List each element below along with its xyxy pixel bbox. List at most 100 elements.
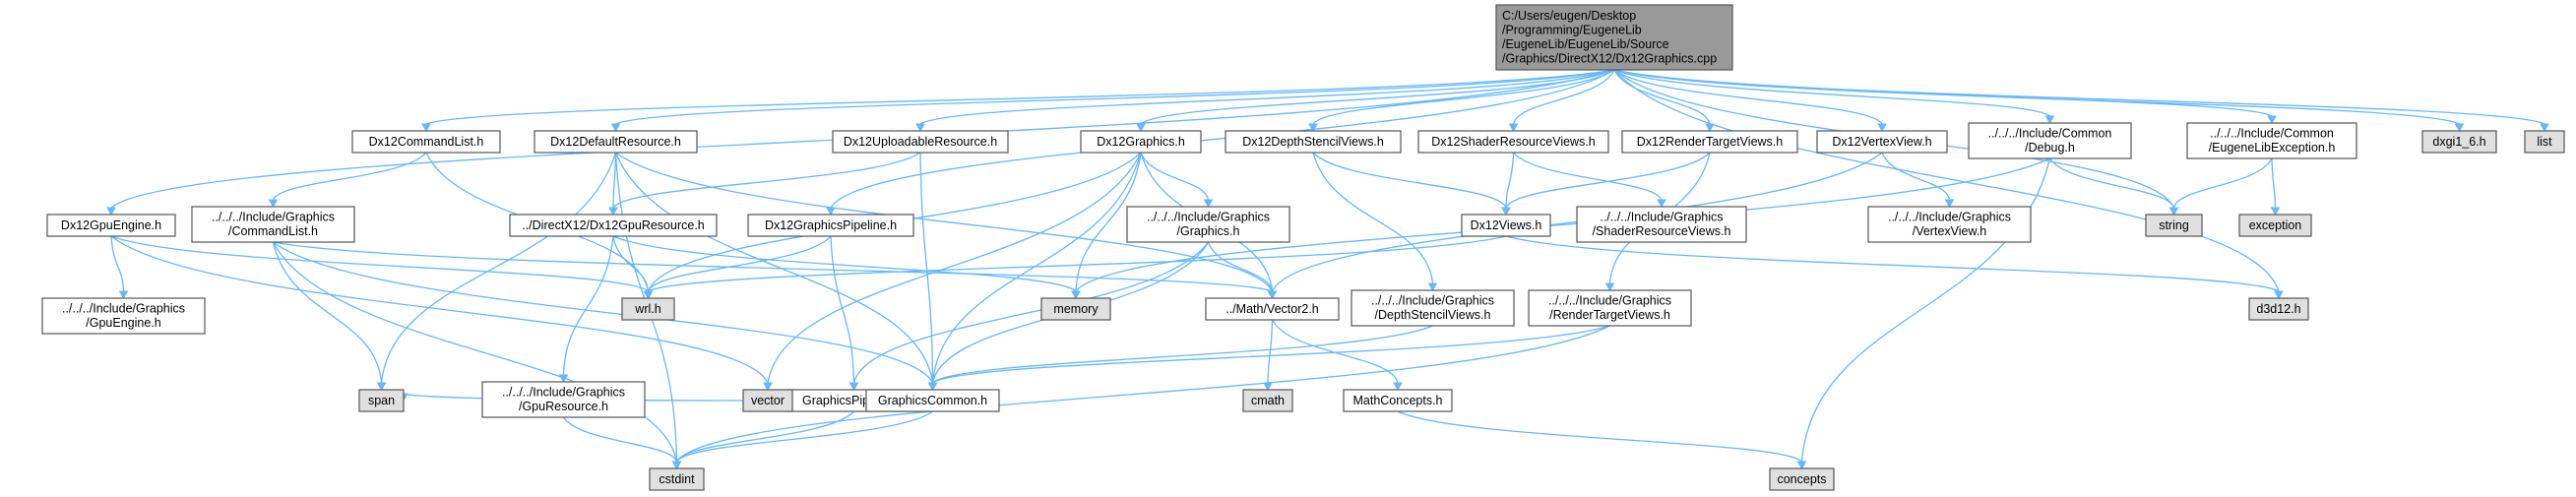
node-dx12rendertargetviews[interactable]: Dx12RenderTargetViews.h [1621, 130, 1798, 154]
node-dx12gpuengine[interactable]: Dx12GpuEngine.h [46, 214, 176, 237]
node-label-root-line-2: /EugeneLib/EugeneLib/Source [1502, 37, 1669, 51]
node-dx12uploadableresource[interactable]: Dx12UploadableResource.h [832, 130, 1009, 154]
edge-dx12gpuresource-to-memory [612, 235, 1081, 300]
node-box-root [1495, 4, 1733, 71]
node-box-dx12shaderresourceviews [1417, 130, 1609, 154]
node-box-dx12uploadableresource [832, 130, 1009, 154]
node-dx12depthstencilviews[interactable]: Dx12DepthStencilViews.h [1225, 130, 1402, 154]
node-label-mathconcepts-line-0: MathConcepts.h [1352, 394, 1442, 407]
edge-dx12depthstencilviews-to-dx12views [1312, 152, 1511, 217]
node-vector2[interactable]: ../Math/Vector2.h [1205, 297, 1340, 321]
edge-mathconcepts-to-concepts [1397, 410, 1807, 470]
node-incshaderresourceviews[interactable]: ../../../Include/Graphics/ShaderResource… [1576, 206, 1747, 243]
node-label-wrl-line-0: wrl.h [634, 302, 660, 316]
node-incgpuengine[interactable]: ../../../Include/Graphics/GpuEngine.h [41, 297, 206, 335]
edge-dx12vertexview-to-incvertexview [1881, 152, 1955, 209]
node-label-exception-line-0: exception [2249, 218, 2302, 232]
edge-dx12depthstencilviews-to-incdepthstencilviews [1312, 152, 1438, 292]
edge-dx12rendertargetviews-to-dx12views [1501, 152, 1711, 217]
node-box-list [2524, 130, 2565, 154]
node-label-incgpuresource-line-1: /GpuResource.h [519, 400, 608, 413]
node-dx12vertexview[interactable]: Dx12VertexView.h [1816, 130, 1948, 154]
node-label-dx12commandlist-line-0: Dx12CommandList.h [369, 135, 484, 149]
node-box-incgpuengine [41, 297, 206, 335]
node-box-concepts [1769, 467, 1835, 491]
node-label-incvertexview-line-0: ../../../Include/Graphics [1888, 211, 2011, 224]
node-label-dx12depthstencilviews-line-0: Dx12DepthStencilViews.h [1242, 135, 1384, 149]
edge-root-to-dxgi16 [1613, 69, 2465, 133]
node-dx12commandlist[interactable]: Dx12CommandList.h [351, 130, 501, 154]
edge-inccommandlist-to-span [272, 241, 387, 392]
node-cmath: cmath [1242, 389, 1293, 412]
node-label-span-line-0: span [368, 394, 395, 407]
node-label-incgpuresource-line-0: ../../../Include/Graphics [502, 386, 625, 400]
node-box-dx12views [1461, 214, 1551, 237]
node-box-eugenelibexception [2186, 122, 2357, 159]
node-dx12graphics[interactable]: Dx12Graphics.h [1080, 130, 1202, 154]
node-incgpuresource[interactable]: ../../../Include/Graphics/GpuResource.h [481, 381, 646, 418]
node-box-dx12vertexview [1816, 130, 1948, 154]
edge-dx12shaderresourceviews-to-incshaderresourceviews [1512, 152, 1666, 209]
node-root[interactable]: C:/Users/eugen/Desktop/Programming/Eugen… [1495, 4, 1733, 71]
node-dx12gpuresource[interactable]: ../DirectX12/Dx12GpuResource.h [509, 214, 718, 237]
node-label-root-line-1: /Programming/EugeneLib [1502, 24, 1642, 37]
node-label-eugenelibexception-line-1: /EugeneLibException.h [2209, 141, 2336, 155]
edge-dx12gpuengine-to-incgpuengine [110, 235, 129, 300]
node-incgraphics[interactable]: ../../../Include/Graphics/Graphics.h [1126, 206, 1290, 243]
node-label-commondebug-line-0: ../../../Include/Common [1988, 127, 2112, 141]
node-label-root-line-3: /Graphics/DirectX12/Dx12Graphics.cpp [1502, 52, 1717, 66]
node-box-exception [2238, 214, 2312, 237]
node-label-graphicscommon-line-0: GraphicsCommon.h [878, 394, 987, 407]
node-label-incgraphics-line-1: /Graphics.h [1177, 224, 1240, 238]
node-box-dx12gpuengine [46, 214, 176, 237]
node-label-dx12gpuengine-line-0: Dx12GpuEngine.h [61, 218, 161, 232]
node-box-span [358, 389, 405, 412]
node-dx12defaultresource[interactable]: Dx12DefaultResource.h [534, 130, 698, 154]
node-label-incgpuengine-line-0: ../../../Include/Graphics [62, 302, 185, 316]
node-box-dxgi16 [2421, 130, 2497, 154]
node-box-commondebug [1968, 122, 2132, 159]
node-commondebug[interactable]: ../../../Include/Common/Debug.h [1968, 122, 2132, 159]
edge-dx12views-to-d3d12 [1505, 235, 2284, 300]
node-label-inccommandlist-line-1: /CommandList.h [228, 224, 318, 238]
node-increndertargetviews[interactable]: ../../../Include/Graphics/RenderTargetVi… [1528, 289, 1692, 327]
edge-vector2-to-cmath [1263, 319, 1274, 392]
node-incdepthstencilviews[interactable]: ../../../Include/Graphics/DepthStencilVi… [1351, 289, 1515, 327]
edge-dx12vertexview-to-vector2 [1267, 152, 1883, 300]
node-exception: exception [2238, 214, 2312, 237]
node-box-dx12gpuresource [509, 214, 718, 237]
node-label-dx12views-line-0: Dx12Views.h [1471, 218, 1542, 232]
edge-root-to-dx12commandlist [421, 69, 1615, 133]
node-inccommandlist[interactable]: ../../../Include/Graphics/CommandList.h [191, 206, 355, 243]
node-graphicscommon[interactable]: GraphicsCommon.h [865, 389, 1000, 412]
node-label-root-line-0: C:/Users/eugen/Desktop [1502, 9, 1636, 23]
node-label-d3d12-line-0: d3d12.h [2256, 302, 2300, 316]
node-vector: vector [742, 389, 793, 412]
edge-root-to-dx12defaultresource [610, 69, 1615, 133]
node-dx12shaderresourceviews[interactable]: Dx12ShaderResourceViews.h [1417, 130, 1609, 154]
node-box-dx12commandlist [351, 130, 501, 154]
node-box-cmath [1242, 389, 1293, 412]
node-label-dx12shaderresourceviews-line-0: Dx12ShaderResourceViews.h [1431, 135, 1596, 149]
node-incvertexview[interactable]: ../../../Include/Graphics/VertexView.h [1867, 206, 2032, 243]
node-box-vector2 [1205, 297, 1340, 321]
edge-graphicspipeline-to-cstdint [671, 410, 854, 470]
node-mathconcepts[interactable]: MathConcepts.h [1343, 389, 1453, 412]
node-label-increndertargetviews-line-1: /RenderTargetViews.h [1549, 308, 1670, 322]
node-eugenelibexception[interactable]: ../../../Include/Common/EugeneLibExcepti… [2186, 122, 2357, 159]
node-box-incvertexview [1867, 206, 2032, 243]
node-box-increndertargetviews [1528, 289, 1692, 327]
node-label-list-line-0: list [2537, 135, 2552, 149]
node-label-dx12graphicspipeline-line-0: Dx12GraphicsPipeline.h [765, 218, 897, 232]
node-box-inccommandlist [191, 206, 355, 243]
edge-dx12graphics-to-graphicscommon [927, 152, 1142, 392]
node-label-incgraphics-line-0: ../../../Include/Graphics [1147, 211, 1270, 224]
node-dx12views[interactable]: Dx12Views.h [1461, 214, 1551, 237]
node-box-incshaderresourceviews [1576, 206, 1747, 243]
node-label-incdepthstencilviews-line-0: ../../../Include/Graphics [1371, 294, 1494, 308]
node-label-incshaderresourceviews-line-0: ../../../Include/Graphics [1600, 211, 1723, 224]
edge-dx12defaultresource-to-span [376, 152, 617, 392]
node-label-string-line-0: string [2159, 218, 2189, 232]
node-dx12graphicspipeline[interactable]: Dx12GraphicsPipeline.h [747, 214, 914, 237]
node-box-wrl [621, 297, 675, 321]
